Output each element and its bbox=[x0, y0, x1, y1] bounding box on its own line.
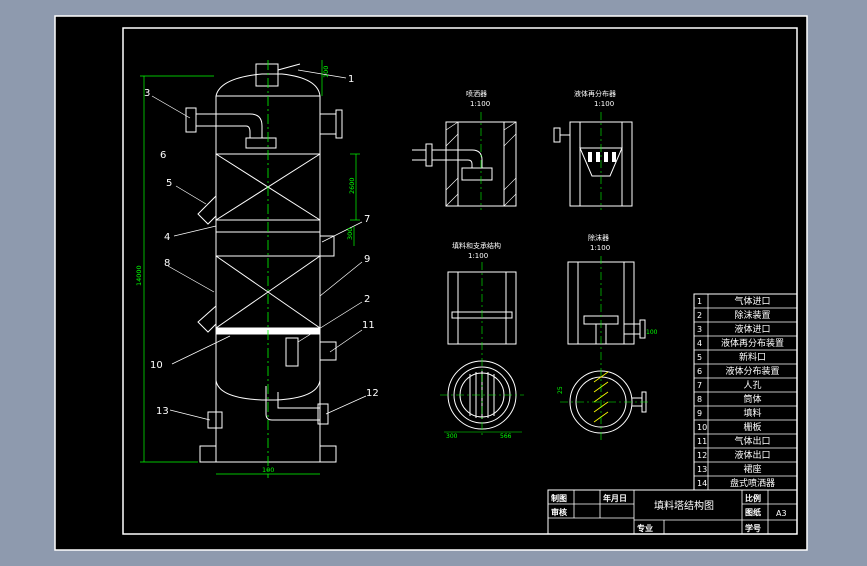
part-number: 12 bbox=[697, 451, 707, 460]
part-name: 液体分布装置 bbox=[725, 365, 779, 377]
part-name: 液体进口 bbox=[734, 323, 770, 335]
part-name: 除沫装置 bbox=[734, 309, 770, 321]
liquid-inlet-pipe bbox=[196, 113, 263, 138]
part-number: 4 bbox=[697, 339, 702, 348]
lower-side-nozzle bbox=[197, 305, 217, 333]
callout-9: 9 bbox=[364, 254, 370, 265]
skirt-access-opening bbox=[207, 411, 223, 429]
part-name: 填料 bbox=[743, 407, 761, 419]
callout-11: 11 bbox=[362, 320, 375, 331]
callout-6: 6 bbox=[160, 150, 166, 161]
top-right-flange bbox=[335, 109, 343, 139]
detail-redistributor-scale: 1:100 bbox=[594, 100, 614, 108]
dim-d2: 566 bbox=[500, 433, 512, 440]
detail-packing-support: 填料和支承结构 1:100 300 566 bbox=[440, 241, 524, 440]
callout-1: 1 bbox=[348, 74, 354, 85]
dim-d1: 300 bbox=[446, 433, 458, 440]
dimension-lines bbox=[140, 60, 360, 475]
dim-total-height: 14000 bbox=[135, 265, 143, 286]
callout-2: 2 bbox=[364, 294, 370, 305]
tb-number: 学号 bbox=[745, 523, 761, 533]
tb-drawn: 制图 bbox=[551, 493, 567, 503]
dim-top: 100 bbox=[322, 66, 330, 78]
detail-packing-title: 填料和支承结构 bbox=[452, 241, 501, 250]
column-top-head bbox=[215, 73, 321, 97]
part-number: 3 bbox=[697, 325, 702, 334]
gas-inlet-nozzle bbox=[255, 63, 279, 87]
column-bottom-head bbox=[215, 379, 321, 401]
part-name: 液体再分布装置 bbox=[721, 337, 784, 349]
liquid-outlet-pipe bbox=[265, 386, 320, 421]
part-name: 人孔 bbox=[743, 380, 761, 391]
detail-sprayer-title: 喷洒器 bbox=[466, 89, 487, 98]
dim-d6: 100 bbox=[646, 329, 658, 336]
detail-redistributor-title: 液体再分布器 bbox=[574, 89, 616, 98]
detail-demister-scale: 1:100 bbox=[590, 244, 610, 252]
lower-packing-cross-b bbox=[215, 255, 321, 329]
part-name: 裙座 bbox=[743, 463, 761, 475]
detail-demister-title: 除沫器 bbox=[588, 233, 609, 242]
callout-13: 13 bbox=[156, 406, 169, 417]
tb-sheet-size: A3 bbox=[776, 509, 787, 518]
demister-pad bbox=[285, 337, 299, 367]
part-name: 筒体 bbox=[743, 393, 761, 405]
gas-inlet-stub bbox=[277, 63, 301, 71]
drawing-sheet bbox=[54, 15, 808, 551]
part-number: 11 bbox=[697, 437, 707, 446]
part-number: 8 bbox=[697, 395, 702, 404]
tb-scale: 比例 bbox=[745, 493, 761, 503]
part-name: 新料口 bbox=[739, 351, 766, 363]
callout-5: 5 bbox=[166, 178, 172, 189]
spray-distributor bbox=[245, 137, 277, 149]
detail-demister: 除沫器 1:100 25 100 bbox=[557, 233, 658, 440]
title-block: 制图 年月日 审核 填料塔结构图 专业 比例 图纸 A3 学号 bbox=[547, 489, 798, 535]
callout-leaders bbox=[151, 69, 367, 421]
detail-redistributor: 液体再分布器 1:100 bbox=[553, 89, 633, 210]
part-number: 1 bbox=[697, 297, 702, 306]
callout-8: 8 bbox=[164, 258, 170, 269]
callout-4: 4 bbox=[164, 232, 170, 243]
detail-packing-scale: 1:100 bbox=[468, 252, 488, 260]
part-name: 液体出口 bbox=[734, 449, 770, 461]
dim-bed-height: 2600 bbox=[348, 177, 356, 194]
part-number: 13 bbox=[697, 465, 707, 474]
parts-list: 1 气体进口 2 除沫装置 3 液体进口 4 液体再分布装置 5 新料口 6 液体分布装置 7 人孔 8 筒体… bbox=[693, 293, 798, 491]
tb-sheet: 图纸 bbox=[745, 507, 761, 517]
callout-7: 7 bbox=[364, 214, 370, 225]
part-name: 栅板 bbox=[743, 421, 761, 433]
part-name: 气体出口 bbox=[734, 435, 770, 447]
dim-middle: 300 bbox=[346, 228, 354, 240]
part-name: 盘式喷洒器 bbox=[730, 477, 775, 489]
tb-title: 填料塔结构图 bbox=[654, 499, 714, 512]
part-number: 2 bbox=[697, 311, 702, 320]
part-number: 5 bbox=[697, 353, 702, 362]
liquid-inlet-flange bbox=[185, 107, 197, 133]
tb-date: 年月日 bbox=[603, 493, 627, 503]
gas-outlet-nozzle bbox=[320, 341, 337, 361]
dimension-texts: 14000 100 2600 300 100 bbox=[135, 66, 356, 474]
detail-sprayer-scale: 1:100 bbox=[470, 100, 490, 108]
part-number: 7 bbox=[697, 381, 702, 390]
dim-bottom-width: 100 bbox=[262, 466, 274, 474]
callout-3: 3 bbox=[144, 88, 150, 99]
part-number: 10 bbox=[697, 423, 707, 432]
title-block-frame bbox=[547, 489, 798, 535]
detail-sprayer: 喷洒器 1:100 bbox=[412, 89, 517, 210]
drawing-border bbox=[122, 27, 798, 535]
tb-major: 专业 bbox=[637, 523, 653, 533]
callout-10: 10 bbox=[150, 360, 163, 371]
part-name: 气体进口 bbox=[734, 295, 770, 307]
part-number: 6 bbox=[697, 367, 702, 376]
callout-labels: 1 3 6 5 4 8 7 9 2 11 10 12 13 bbox=[144, 74, 379, 417]
dim-d4: 25 bbox=[557, 386, 564, 394]
part-number: 14 bbox=[697, 479, 707, 488]
feed-nozzle bbox=[197, 195, 217, 225]
manhole-nozzle bbox=[320, 235, 335, 257]
tb-checked: 审核 bbox=[551, 507, 567, 517]
liquid-outlet-flange bbox=[317, 403, 329, 425]
callout-12: 12 bbox=[366, 388, 379, 399]
part-number: 9 bbox=[697, 409, 702, 418]
